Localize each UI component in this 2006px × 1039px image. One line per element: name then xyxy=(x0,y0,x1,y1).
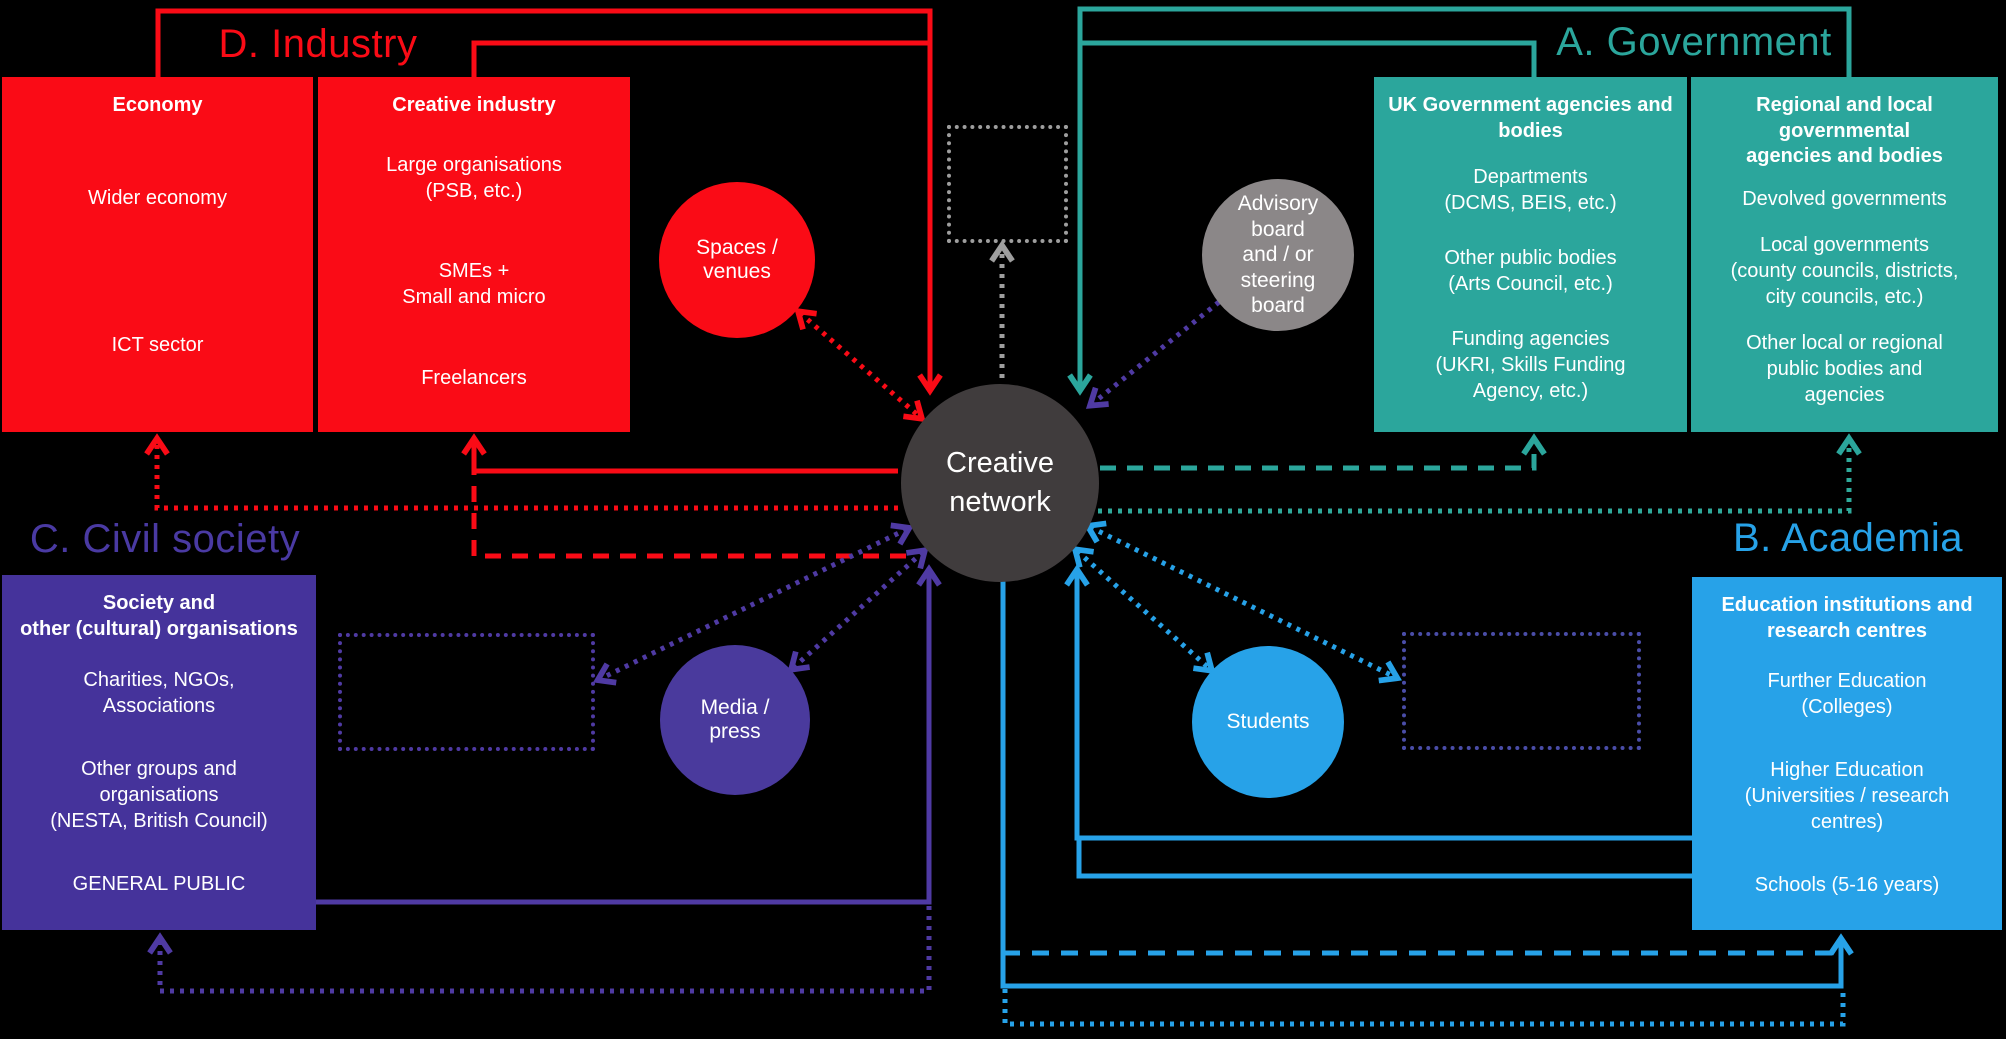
box-item: Further Education (Colleges) xyxy=(1767,670,1927,719)
creative-industry-box-items: Large organisations (PSB, etc.) SMEs + Sm… xyxy=(318,119,630,432)
box-item: Freelancers xyxy=(421,366,527,389)
box-item: SMEs + Small and micro xyxy=(402,260,546,309)
academia-box: Education institutions and research cent… xyxy=(1692,577,2002,930)
regional-government-box: Regional and local governmental agencies… xyxy=(1691,77,1998,432)
spaces-venues-circle: Spaces / venues xyxy=(659,182,815,338)
connector-network-economy-dotted xyxy=(144,433,898,511)
connector-government-inner-solid xyxy=(1082,40,1537,79)
creative-industry-box-header: Creative industry xyxy=(392,94,556,116)
box-item: Local governments (county councils, dist… xyxy=(1730,233,1959,308)
connector-network-media-dotted xyxy=(787,546,929,674)
academia-box-header: Education institutions and research cent… xyxy=(1721,594,1973,642)
box-item: Charities, NGOs, Associations xyxy=(83,668,235,717)
economy-box-header: Economy xyxy=(112,94,203,116)
connector-network-bluebox-dotted xyxy=(1083,520,1402,684)
creative-industry-box: Creative industry Large organisations (P… xyxy=(318,77,630,432)
uk-government-box-items: Departments (DCMS, BEIS, etc.) Other publ… xyxy=(1374,144,1687,432)
academia-title: B. Academia xyxy=(1732,516,1964,560)
connector-network-academia-solid xyxy=(1000,578,1854,989)
advisory-board-circle: Advisory board and / or steering board xyxy=(1202,179,1354,331)
academia-box-items: Further Education (Colleges) Higher Educa… xyxy=(1692,644,2002,930)
connector-network-purplebox-dotted xyxy=(593,522,914,686)
connector-network-students-dotted xyxy=(1071,545,1216,675)
connector-network-civil-dotted xyxy=(147,906,932,994)
students-circle: Students xyxy=(1192,646,1344,798)
regional-government-box-header: Regional and local governmental agencies… xyxy=(1746,94,1943,168)
box-item: Departments (DCMS, BEIS, etc.) xyxy=(1444,166,1617,215)
box-item: Other local or regional public bodies an… xyxy=(1746,331,1943,406)
box-item: Higher Education (Universities / researc… xyxy=(1744,759,1950,834)
box-item: Funding agencies (UKRI, Skills Funding A… xyxy=(1435,327,1626,402)
connector-network-creative-solid xyxy=(461,433,898,474)
connector-industry-outer-solid xyxy=(155,8,943,396)
purple-dotted-placeholder-box xyxy=(338,633,595,751)
box-item: GENERAL PUBLIC xyxy=(72,873,246,896)
industry-title: D. Industry xyxy=(218,22,418,66)
civil-society-box-header: Society and other (cultural) organisatio… xyxy=(20,592,298,640)
box-item: Other groups and organisations (NESTA, B… xyxy=(50,758,268,833)
connector-advisory-network-dotted xyxy=(1085,300,1221,409)
connector-civil-network-solid xyxy=(316,564,942,905)
connector-spaces-network-dotted xyxy=(794,307,926,423)
box-item: Devolved governments xyxy=(1742,187,1947,210)
civil-society-box: Society and other (cultural) organisatio… xyxy=(2,575,316,930)
gray-dotted-placeholder-box xyxy=(947,125,1068,243)
government-title: A. Government xyxy=(1556,20,1832,64)
connector-network-regional-dotted xyxy=(1098,433,1862,514)
creative-network-circle: Creative network xyxy=(901,384,1099,582)
connector-academia-network-solid-2 xyxy=(1076,840,1692,879)
box-item: Schools (5-16 years) xyxy=(1754,873,1940,896)
connector-industry-inner-solid xyxy=(471,40,928,79)
uk-government-box: UK Government agencies and bodies Depart… xyxy=(1374,77,1687,432)
connector-network-ukgov-dashed xyxy=(1100,433,1547,471)
media-press-circle: Media / press xyxy=(660,645,810,795)
connector-network-academia-dotted xyxy=(1002,989,1846,1027)
indigo-dotted-placeholder-box xyxy=(1402,632,1641,750)
box-item: Other public bodies (Arts Council, etc.) xyxy=(1444,247,1617,296)
uk-government-box-header: UK Government agencies and bodies xyxy=(1388,94,1673,142)
box-item: ICT sector xyxy=(111,333,204,356)
connector-government-outer-solid xyxy=(1067,6,1852,396)
connector-network-creative-dashed xyxy=(471,473,906,559)
civil-society-title: C. Civil society xyxy=(29,517,301,561)
box-item: Large organisations (PSB, etc.) xyxy=(386,153,562,202)
box-item: Wider economy xyxy=(88,186,227,209)
